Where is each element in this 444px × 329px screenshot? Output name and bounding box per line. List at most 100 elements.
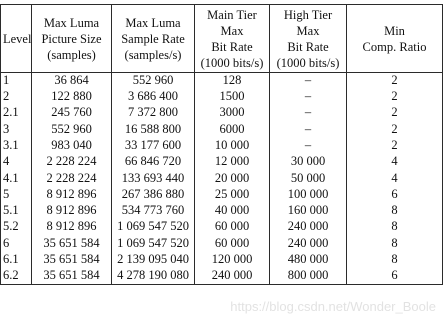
header-line: Bit Rate xyxy=(211,39,253,54)
cell-comp-ratio: 2 xyxy=(346,105,443,122)
cell-level: 5 xyxy=(0,186,32,203)
cell-high-tier-bit-rate: 240 000 xyxy=(269,235,347,252)
cell-sample-rate: 267 386 880 xyxy=(111,186,195,203)
cell-level: 2 xyxy=(0,88,32,106)
header-line: Min xyxy=(384,23,405,38)
cell-high-tier-bit-rate: – xyxy=(269,121,347,138)
header-line: (samples) xyxy=(47,47,96,62)
cell-comp-ratio: 6 xyxy=(346,186,443,203)
cell-high-tier-bit-rate: – xyxy=(269,105,347,122)
header-line: Max xyxy=(296,23,320,38)
cell-sample-rate: 534 773 760 xyxy=(111,202,195,220)
header-line: (samples/s) xyxy=(124,47,182,62)
header-line: (1000 bits/s) xyxy=(276,55,340,70)
cell-sample-rate: 4 278 190 080 xyxy=(111,268,195,285)
cell-high-tier-bit-rate: – xyxy=(269,137,347,154)
cell-picture-size: 2 228 224 xyxy=(31,153,112,171)
cell-sample-rate: 16 588 800 xyxy=(111,121,195,138)
cell-level: 6.1 xyxy=(0,251,32,269)
header-line: Picture Size xyxy=(41,31,102,46)
cell-comp-ratio: 2 xyxy=(346,71,443,89)
cell-picture-size: 36 864 xyxy=(31,71,112,89)
cell-level: 5.1 xyxy=(0,202,32,220)
header-line: Max Luma xyxy=(125,15,181,30)
cell-level: 1 xyxy=(0,71,32,89)
cell-main-tier-bit-rate: 10 000 xyxy=(194,137,270,154)
cell-sample-rate: 1 069 547 520 xyxy=(111,219,195,236)
cell-level: 4 xyxy=(0,153,32,171)
cell-sample-rate: 3 686 400 xyxy=(111,88,195,106)
cell-main-tier-bit-rate: 6000 xyxy=(194,121,270,138)
cell-sample-rate: 1 069 547 520 xyxy=(111,235,195,252)
cell-picture-size: 8 912 896 xyxy=(31,186,112,203)
header-line: Comp. Ratio xyxy=(362,39,427,54)
cell-comp-ratio: 2 xyxy=(346,137,443,154)
cell-level: 3.1 xyxy=(0,137,32,154)
cell-picture-size: 8 912 896 xyxy=(31,219,112,236)
cell-main-tier-bit-rate: 40 000 xyxy=(194,202,270,220)
cell-level: 2.1 xyxy=(0,105,32,122)
cell-sample-rate: 2 139 095 040 xyxy=(111,251,195,269)
cell-high-tier-bit-rate: 240 000 xyxy=(269,219,347,236)
cell-level: 3 xyxy=(0,121,32,138)
cell-level: 6.2 xyxy=(0,268,32,285)
cell-main-tier-bit-rate: 25 000 xyxy=(194,186,270,203)
header-line: Max xyxy=(220,23,244,38)
cell-high-tier-bit-rate: 160 000 xyxy=(269,202,347,220)
cell-comp-ratio: 4 xyxy=(346,170,443,187)
cell-picture-size: 35 651 584 xyxy=(31,268,112,285)
cell-high-tier-bit-rate: 50 000 xyxy=(269,170,347,187)
cell-level: 4.1 xyxy=(0,170,32,187)
cell-comp-ratio: 8 xyxy=(346,251,443,269)
header-line: Max Luma xyxy=(43,15,100,30)
cell-picture-size: 245 760 xyxy=(31,105,112,122)
cell-level: 6 xyxy=(0,235,32,252)
header-line: Level xyxy=(3,31,32,46)
header-line: (1000 bits/s) xyxy=(200,55,264,70)
cell-high-tier-bit-rate: – xyxy=(269,71,347,89)
cell-comp-ratio: 8 xyxy=(346,219,443,236)
cell-sample-rate: 7 372 800 xyxy=(111,105,195,122)
cell-comp-ratio: 6 xyxy=(346,268,443,285)
cell-main-tier-bit-rate: 120 000 xyxy=(194,251,270,269)
cell-picture-size: 35 651 584 xyxy=(31,235,112,252)
cell-comp-ratio: 4 xyxy=(346,153,443,171)
cell-main-tier-bit-rate: 20 000 xyxy=(194,170,270,187)
header-level: Level xyxy=(0,4,32,73)
header-line: Sample Rate xyxy=(121,31,185,46)
cell-main-tier-bit-rate: 240 000 xyxy=(194,268,270,285)
cell-high-tier-bit-rate: 100 000 xyxy=(269,186,347,203)
cell-picture-size: 552 960 xyxy=(31,121,112,138)
cell-comp-ratio: 8 xyxy=(346,235,443,252)
header-line: Main Tier xyxy=(207,7,257,22)
cell-main-tier-bit-rate: 128 xyxy=(194,71,270,89)
cell-level: 5.2 xyxy=(0,219,32,236)
cell-main-tier-bit-rate: 12 000 xyxy=(194,153,270,171)
header-line: High Tier xyxy=(283,7,333,22)
cell-sample-rate: 66 846 720 xyxy=(111,153,195,171)
cell-picture-size: 983 040 xyxy=(31,137,112,154)
cell-sample-rate: 552 960 xyxy=(111,71,195,89)
cell-sample-rate: 33 177 600 xyxy=(111,137,195,154)
cell-main-tier-bit-rate: 60 000 xyxy=(194,219,270,236)
cell-high-tier-bit-rate: – xyxy=(269,88,347,106)
cell-picture-size: 2 228 224 xyxy=(31,170,112,187)
cell-comp-ratio: 2 xyxy=(346,88,443,106)
